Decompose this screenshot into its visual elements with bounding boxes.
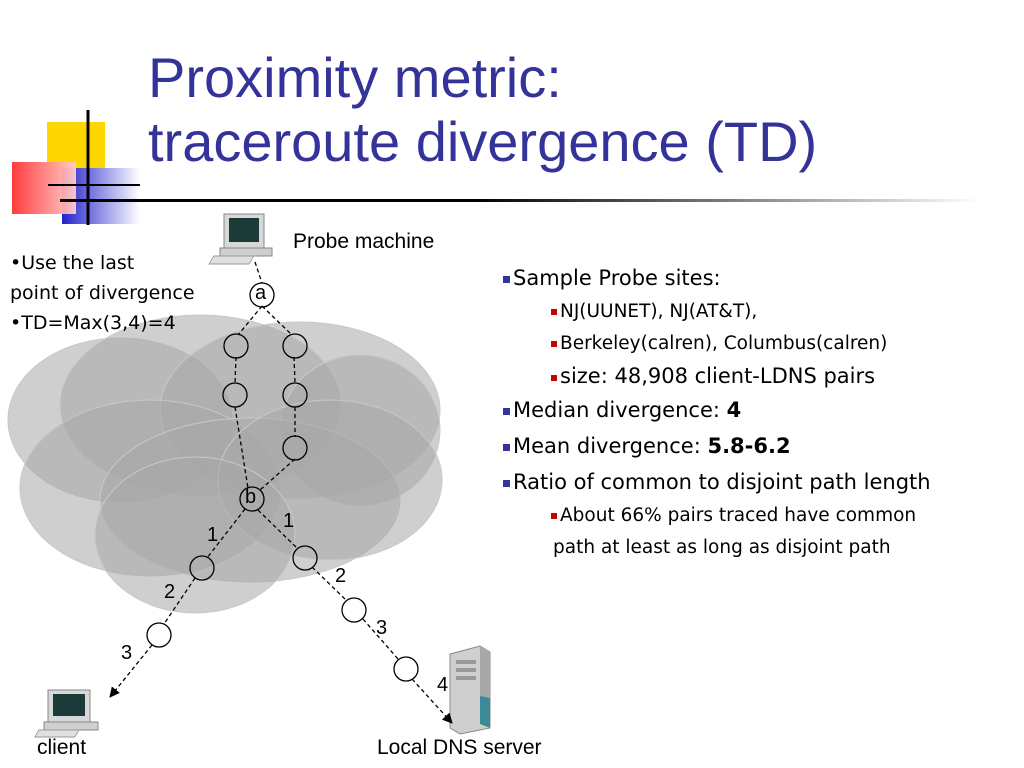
router-node [222,382,248,408]
left-hop-1: 1 [207,524,219,546]
router-node [282,333,308,359]
network-cloud [7,314,443,614]
dns-server-icon [449,645,491,735]
right-hop-2: 2 [335,565,347,587]
router-node [282,435,308,461]
bullet-list: Sample Probe sites: NJ(UUNET), NJ(AT&T),… [503,260,1018,564]
right-hop-4: 4 [437,674,449,696]
router-node-b [239,486,265,512]
bullet-square-icon [503,444,510,451]
left-hop-2: 2 [164,581,176,603]
node-b-label: b [245,486,257,508]
router-node [341,597,367,623]
note-line-2: point of divergence [10,282,195,304]
probe-machine-label: Probe machine [293,230,435,253]
router-node-a [249,282,275,308]
mean-value: 5.8-6.2 [707,434,791,458]
title-line-2: traceroute divergence (TD) [148,110,818,173]
router-node [189,555,215,581]
sub-bullet-square-icon [551,375,557,381]
note-line-3: •TD=Max(3,4)=4 [10,312,176,334]
bullet-probe-sites: Sample Probe sites: [503,260,1018,296]
median-value: 4 [726,398,742,422]
td-note: •Use the last point of divergence •TD=Ma… [10,248,195,338]
sub-bullet-square-icon [551,309,557,315]
corner-decoration [12,110,140,225]
router-node [146,622,172,648]
sub-bullet-square-icon [551,341,557,347]
node-a-label: a [255,282,267,304]
sub-bullet-calren: Berkeley(calren), Columbus(calren) [551,328,1018,360]
slide-title: Proximity metric: traceroute divergence … [148,46,1008,174]
client-label: client [37,736,87,759]
trace-paths [109,261,453,724]
router-node [223,333,249,359]
left-hop-3: 3 [121,642,133,664]
sub-bullet-ratio: About 66% pairs traced have common [551,500,1018,532]
right-hop-1: 1 [283,510,295,532]
sub-bullet-size: size: 48,908 client-LDNS pairs [551,360,1018,392]
bullet-square-icon [503,408,510,415]
dns-server-label: Local DNS server [377,736,542,759]
router-node [393,656,419,682]
bullet-square-icon [503,480,510,487]
bullet-ratio: Ratio of common to disjoint path length [503,464,1018,500]
router-node [282,382,308,408]
bullet-square-icon [503,276,510,283]
router-node [292,545,318,571]
note-line-1: •Use the last [10,252,135,274]
bullet-median: Median divergence: 4 [503,392,1018,428]
title-rule [60,199,980,202]
title-line-1: Proximity metric: [148,46,562,109]
sub-bullet-ratio-continued: path at least as long as disjoint path [553,537,891,558]
client-computer-icon [34,689,99,738]
sub-bullet-square-icon [551,513,557,519]
bullet-mean: Mean divergence: 5.8-6.2 [503,428,1018,464]
probe-machine-icon [208,213,273,265]
router-nodes [146,282,419,682]
sub-bullet-nj: NJ(UUNET), NJ(AT&T), [551,296,1018,328]
right-hop-3: 3 [376,617,388,639]
